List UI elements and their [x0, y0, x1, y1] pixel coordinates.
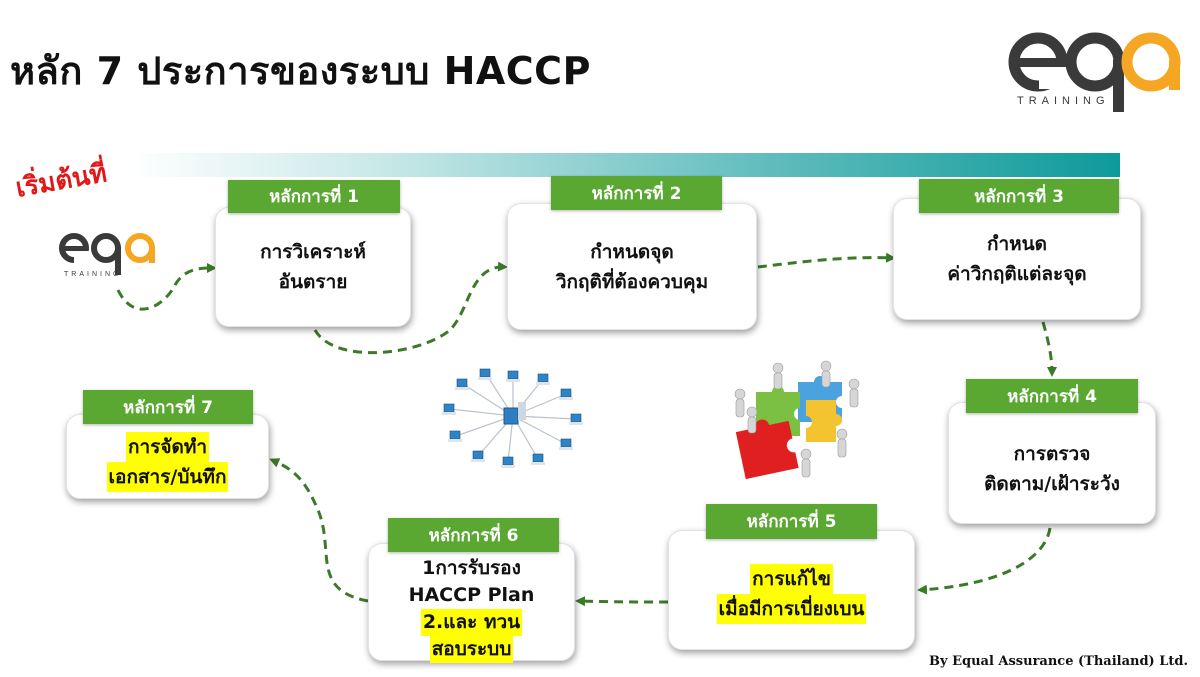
principle-2-tag: หลักการที่ 2: [551, 176, 722, 210]
puzzle-teamwork-illustration: [734, 360, 860, 480]
principle-4-tag: หลักการที่ 4: [966, 379, 1138, 413]
principle-6-line-2: HACCP Plan: [408, 584, 535, 606]
principle-7-line-1: การจัดทำ: [125, 431, 210, 462]
arrow-2-to-3: [757, 252, 896, 269]
principle-3-tag: หลักการที่ 3: [919, 179, 1119, 213]
header-gradient-bar: [130, 153, 1120, 177]
page-title: หลัก 7 ประการของระบบ HACCP: [10, 49, 591, 93]
principle-5-line-2: เมื่อมีการเบี่ยงเบน: [716, 594, 867, 624]
principle-6-line-1: 1การรับรอง: [422, 557, 521, 579]
arrow-6-to-7: [269, 458, 369, 603]
arrow-3-to-4: [1041, 321, 1057, 377]
principle-6-line-4: สอบระบบ: [429, 636, 514, 663]
principle-6-tag: หลักการที่ 6: [388, 518, 559, 552]
principle-1-line-1: การวิเคราะห์: [260, 241, 366, 263]
network-illustration: [442, 368, 583, 468]
principle-4-line-1: การตรวจ: [1013, 443, 1091, 465]
footer-credit: By Equal Assurance (Thailand) Ltd.: [929, 654, 1188, 669]
eqa-training-logo: TRAINING: [1008, 32, 1181, 112]
principle-4-card: การตรวจ ติดตาม/เฝ้าระวัง: [948, 402, 1156, 524]
principle-6-card: 1การรับรอง HACCP Plan 2.และ ทวน สอบระบบ: [368, 543, 575, 663]
principle-1-line-2: อันตราย: [278, 271, 348, 293]
principle-5-tag: หลักการที่ 5: [706, 504, 877, 539]
principle-2-card: กำหนดจุด วิกฤติที่ต้องควบคุม: [507, 203, 757, 330]
principle-5-card: การแก้ไข เมื่อมีการเบี่ยงเบน: [668, 530, 915, 650]
svg-text:TRAINING: TRAINING: [64, 271, 121, 278]
arrow-4-to-5: [917, 527, 1052, 595]
arrow-start-to-1: [116, 263, 217, 311]
principle-7-line-2: เอกสาร/บันทึก: [106, 461, 229, 492]
principle-7-card: การจัดทำ เอกสาร/บันทึก: [66, 414, 269, 499]
arrow-1-to-2: [313, 261, 508, 355]
principle-2-line-2: วิกฤติที่ต้องควบคุม: [555, 270, 709, 293]
principle-5-line-1: การแก้ไข: [750, 564, 833, 594]
principle-1-card: การวิเคราะห์ อันตราย: [215, 207, 411, 327]
principle-4-line-2: ติดตาม/เฝ้าระวัง: [984, 473, 1120, 495]
arrow-5-to-6: [575, 596, 669, 607]
principle-1-tag: หลักการที่ 1: [228, 180, 400, 213]
principle-2-line-1: กำหนดจุด: [590, 240, 674, 263]
eqa-small-logo: TRAINING: [59, 233, 155, 278]
principle-3-line-2: ค่าวิกฤติแต่ละจุด: [947, 263, 1087, 285]
principle-6-line-3: 2.และ ทวน: [420, 609, 523, 636]
principle-3-line-1: กำหนด: [986, 233, 1048, 255]
logo-sub-text: TRAINING: [1017, 95, 1110, 107]
principle-7-tag: หลักการที่ 7: [83, 390, 253, 424]
principle-3-card: กำหนด ค่าวิกฤติแต่ละจุด: [893, 198, 1141, 320]
